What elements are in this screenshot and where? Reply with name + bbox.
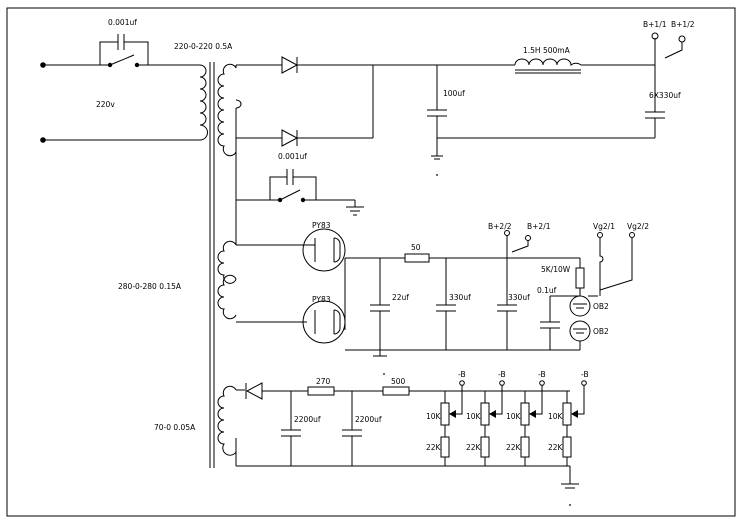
tube-bottom-label: PY83 (312, 295, 331, 304)
tube-rectifier: PY83 PY83 50 22uf 330uf 330uf (236, 221, 580, 375)
cap-2200-b-label: 2200uf (355, 415, 382, 424)
resistor-500 (382, 386, 410, 396)
bias-pot-2: -B 10K 22K (466, 370, 506, 466)
resistor-270 (307, 386, 335, 396)
bias-pot-4: -B 10K 22K (548, 370, 589, 466)
vg2-2-terminal (629, 232, 635, 238)
b2-1-label: B+2/1 (527, 222, 551, 231)
b2-1-terminal (525, 235, 531, 241)
pot-10k-4 (562, 402, 572, 426)
ob2-tube-top (569, 295, 591, 317)
b1-2-terminal (678, 35, 686, 43)
res-22k-2-label: 22K (466, 443, 482, 452)
diode-bottom (281, 129, 299, 147)
bias-diode (245, 382, 263, 400)
b1-1-terminal (651, 32, 659, 40)
inductor-label: 1.5H 500mA (523, 46, 571, 55)
secondary-winding-280-b (217, 274, 237, 320)
cap-100-label: 100uf (443, 89, 465, 98)
res-22k-1-label: 22K (426, 443, 442, 452)
mains-input: 0.001uf 220v (40, 18, 200, 143)
res-22k-3 (520, 436, 530, 458)
power-switch (109, 54, 135, 66)
secondary-winding-70 (217, 385, 237, 456)
cap-0001-mid-label: 0.001uf (278, 152, 307, 161)
res-22k-4 (562, 436, 572, 458)
cap-2200-a-label: 2200uf (294, 415, 321, 424)
resistor-50 (404, 253, 430, 263)
ob2-top-label: OB2 (593, 302, 609, 311)
diode-top (281, 56, 299, 74)
cap-330-a-label: 330uf (449, 293, 471, 302)
cap-6x330-label: 6X330uf (649, 91, 681, 100)
transformer: 220-0-220 0.5A 280-0-280 0.15A 70-0 0.05… (118, 42, 242, 468)
mains-terminal-1 (40, 62, 46, 68)
res-22k-4-label: 22K (548, 443, 564, 452)
res-22k-1 (440, 436, 450, 458)
cap-330-b-label: 330uf (508, 293, 530, 302)
bias-supply: 270 500 2200uf 2200uf (235, 377, 579, 506)
cap-22-label: 22uf (392, 293, 409, 302)
tube-top-label: PY83 (312, 221, 331, 230)
ob2-regulator: 5K/10W OB2 OB2 0.1uf Vg2/1 Vg2/2 (537, 222, 649, 350)
mains-voltage-label: 220v (96, 100, 115, 109)
b2-2-terminal (504, 230, 510, 236)
choke-inductor (514, 58, 582, 67)
res-22k-3-label: 22K (506, 443, 522, 452)
pot-10k-2 (480, 402, 490, 426)
neg-b-1-label: -B (458, 370, 466, 379)
res-22k-2 (480, 436, 490, 458)
resistor-5k-10w (575, 267, 585, 289)
py83-tube-top (302, 228, 346, 272)
pot-10k-3 (520, 402, 530, 426)
pot-10k-1-label: 10K (426, 412, 442, 421)
pot-10k-3-label: 10K (506, 412, 522, 421)
neg-b-4-label: -B (581, 370, 589, 379)
secondary-70-label: 70-0 0.05A (154, 423, 196, 432)
py83-tube-bottom (302, 300, 346, 344)
res-5k-label: 5K/10W (541, 265, 571, 274)
res-270-label: 270 (316, 377, 331, 386)
b2-2-label: B+2/2 (488, 222, 512, 231)
neg-b-2-label: -B (498, 370, 506, 379)
mains-terminal-2 (40, 137, 46, 143)
pot-10k-2-label: 10K (466, 412, 482, 421)
vg2-2-label: Vg2/2 (627, 222, 649, 231)
drawing-border (6, 7, 736, 517)
b1-2-label: B+1/2 (671, 20, 695, 29)
cap-0001-top-label: 0.001uf (108, 18, 137, 27)
vg2-1-terminal (597, 232, 603, 238)
bias-pot-3: -B 10K 22K (506, 370, 546, 466)
secondary-winding-220 (217, 63, 237, 157)
pot-10k-4-label: 10K (548, 412, 564, 421)
res-50-label: 50 (411, 243, 421, 252)
b1-1-label: B+1/1 (643, 20, 667, 29)
primary-winding (199, 64, 208, 141)
ob2-bottom-label: OB2 (593, 327, 609, 336)
res-500-label: 500 (391, 377, 406, 386)
centre-tap-network: 0.001uf (235, 108, 364, 245)
hv-rectifier: 100uf 1.5H 500mA B+1/1 B+1/2 6X330uf (236, 20, 695, 176)
secondary-280-label: 280-0-280 0.15A (118, 282, 182, 291)
cap-0-1-label: 0.1uf (537, 286, 557, 295)
secondary-220-label: 220-0-220 0.5A (174, 42, 233, 51)
bias-pot-1: -B 10K 22K (426, 370, 466, 466)
secondary-winding-280-a (217, 240, 237, 284)
vg2-1-label: Vg2/1 (593, 222, 615, 231)
pot-10k-1 (440, 402, 450, 426)
ob2-tube-bottom (569, 320, 591, 342)
neg-b-3-label: -B (538, 370, 546, 379)
